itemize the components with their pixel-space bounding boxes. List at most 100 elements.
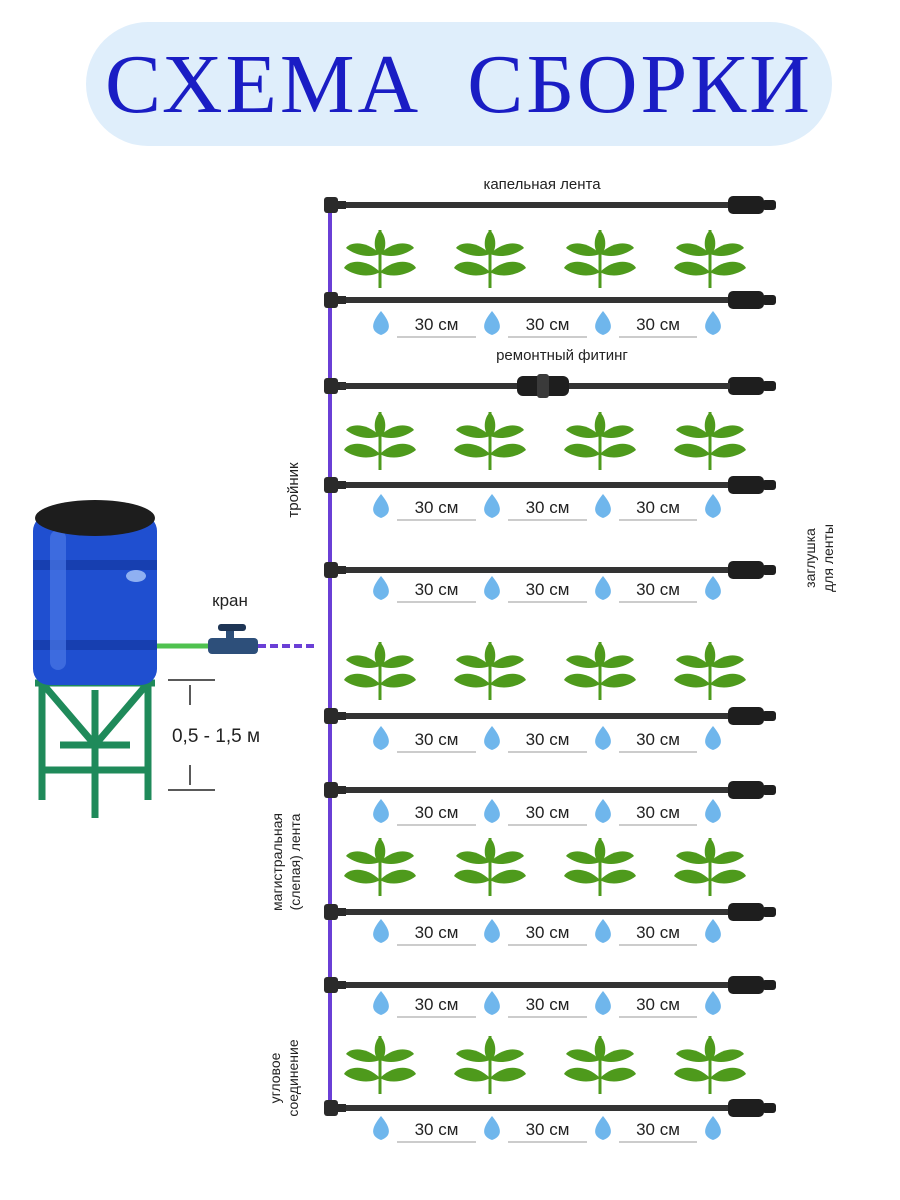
spacing-label: 30 см	[415, 580, 459, 599]
spacing-label: 30 см	[636, 923, 680, 942]
plant-icon	[344, 1036, 416, 1094]
spacing-label: 30 см	[636, 315, 680, 334]
water-drop-icon	[705, 494, 721, 518]
spacing-label: 30 см	[526, 730, 570, 749]
water-drop-icon	[595, 311, 611, 335]
corner-fitting-icon	[324, 1100, 346, 1116]
water-barrel-icon	[33, 500, 157, 685]
water-drop-icon	[705, 1116, 721, 1140]
page-title: СХЕМА СБОРКИ	[105, 37, 813, 131]
end-cap-icon	[728, 377, 776, 395]
tee-fitting-icon	[324, 562, 346, 578]
water-drop-icon	[595, 991, 611, 1015]
plant-icon	[564, 642, 636, 700]
spacing-label: 30 см	[636, 498, 680, 517]
plant-icon	[674, 838, 746, 896]
water-drop-icon	[373, 1116, 389, 1140]
spacing-label: 30 см	[636, 580, 680, 599]
water-drop-icon	[484, 1116, 500, 1140]
spacing-label: 30 см	[636, 995, 680, 1014]
spacing-label: 30 см	[636, 730, 680, 749]
plant-icon	[674, 230, 746, 288]
plant-icon	[454, 230, 526, 288]
plant-icon	[564, 838, 636, 896]
drip-tape-label: капельная лента	[483, 176, 601, 193]
water-drop-icon	[373, 919, 389, 943]
plant-icon	[564, 412, 636, 470]
repair-fitting-icon	[340, 374, 730, 398]
water-drop-icon	[484, 494, 500, 518]
end-cap-icon	[728, 1099, 776, 1117]
stand-icon	[35, 679, 155, 818]
plant-icon	[344, 838, 416, 896]
water-drop-icon	[705, 799, 721, 823]
end-cap-icon	[728, 561, 776, 579]
water-drop-icon	[484, 991, 500, 1015]
water-drop-icon	[373, 799, 389, 823]
end-cap-icon	[728, 903, 776, 921]
spacing-label: 30 см	[415, 923, 459, 942]
spacing-label: 30 см	[526, 923, 570, 942]
main-line-label-2: (слепая) лента	[287, 813, 303, 910]
plant-icon	[454, 642, 526, 700]
spacing-label: 30 см	[526, 315, 570, 334]
spacing-label: 30 см	[415, 498, 459, 517]
water-drop-icon	[484, 919, 500, 943]
end-cap-icon	[728, 291, 776, 309]
height-indicator	[168, 679, 215, 791]
spacing-label: 30 см	[415, 730, 459, 749]
plant-icon	[454, 412, 526, 470]
plant-icon	[674, 412, 746, 470]
tee-fitting-icon	[324, 292, 346, 308]
end-cap-icon	[728, 781, 776, 799]
water-drop-icon	[373, 576, 389, 600]
corner-label-2: соединение	[285, 1039, 301, 1116]
tee-fitting-icon	[324, 904, 346, 920]
water-drop-icon	[595, 1116, 611, 1140]
water-drop-icon	[705, 991, 721, 1015]
spacing-label: 30 см	[415, 315, 459, 334]
height-label: 0,5 - 1,5 м	[172, 726, 260, 747]
plant-icon	[454, 838, 526, 896]
tee-fitting-icon	[324, 977, 346, 993]
tee-label: тройник	[285, 462, 302, 518]
drip-rows: 30 см 30 см 30 см 30 см 30 см 30 см 30 см 30 см…	[324, 196, 776, 1143]
spacing-label: 30 см	[415, 803, 459, 822]
spacing-label: 30 см	[415, 995, 459, 1014]
plant-icon	[344, 412, 416, 470]
spacing-label: 30 см	[415, 1120, 459, 1139]
spacing-label: 30 см	[526, 995, 570, 1014]
plant-icon	[564, 1036, 636, 1094]
main-line-label-1: магистральная	[269, 813, 285, 911]
tee-fitting-icon	[324, 782, 346, 798]
water-drop-icon	[484, 576, 500, 600]
plant-icon	[454, 1036, 526, 1094]
repair-fitting-label: ремонтный фитинг	[496, 347, 628, 364]
water-drop-icon	[595, 726, 611, 750]
plant-icon	[564, 230, 636, 288]
water-drop-icon	[373, 494, 389, 518]
water-drop-icon	[705, 726, 721, 750]
water-drop-icon	[705, 919, 721, 943]
plant-icon	[674, 642, 746, 700]
water-drop-icon	[373, 311, 389, 335]
end-cap-icon	[728, 707, 776, 725]
spacing-label: 30 см	[636, 1120, 680, 1139]
water-drop-icon	[595, 919, 611, 943]
corner-label-1: угловое	[267, 1052, 283, 1103]
water-drop-icon	[373, 726, 389, 750]
end-cap-icon	[728, 976, 776, 994]
end-cap-icon	[728, 196, 776, 214]
water-drop-icon	[595, 799, 611, 823]
spacing-label: 30 см	[526, 1120, 570, 1139]
spacing-label: 30 см	[636, 803, 680, 822]
valve-icon[interactable]	[208, 624, 258, 654]
water-drop-icon	[484, 726, 500, 750]
water-drop-icon	[705, 311, 721, 335]
spacing-label: 30 см	[526, 498, 570, 517]
valve-label: кран	[212, 591, 248, 610]
spacing-label: 30 см	[526, 580, 570, 599]
water-drop-icon	[484, 311, 500, 335]
water-drop-icon	[595, 494, 611, 518]
